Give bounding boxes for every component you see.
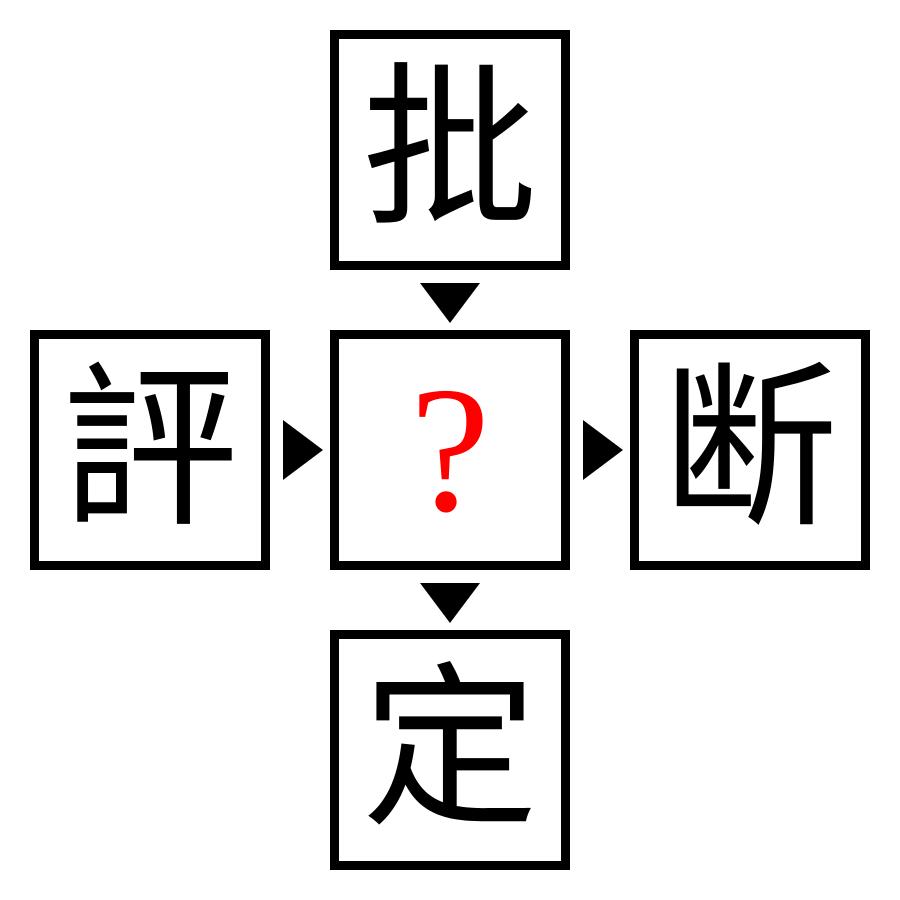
kanji-box-right: 断 [630,330,870,570]
arrow-right-icon [583,420,623,480]
answer-box-center[interactable]: ? [330,330,570,570]
arrow-down-icon [420,583,480,623]
kanji-bottom: 定 [361,647,538,852]
kanji-left: 評 [61,347,238,552]
kanji-box-bottom: 定 [330,630,570,870]
kanji-right: 断 [661,347,838,552]
arrow-right-icon [283,420,323,480]
kanji-top: 批 [361,47,538,252]
kanji-box-left: 評 [30,330,270,570]
kanji-box-top: 批 [330,30,570,270]
arrow-down-icon [420,283,480,323]
question-mark: ? [410,350,490,549]
